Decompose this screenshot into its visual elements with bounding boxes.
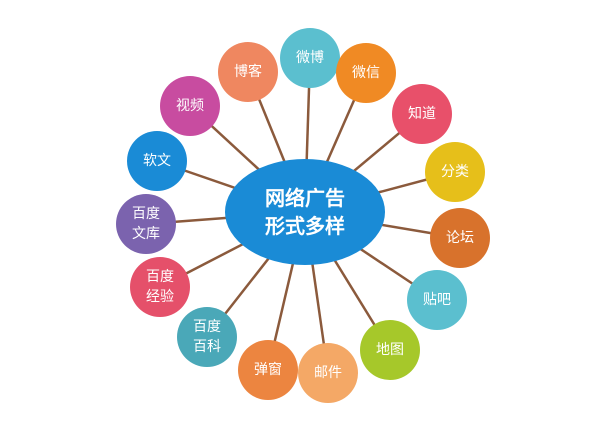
topic-node-label: 邮件 bbox=[314, 365, 342, 381]
topic-node-label: 微信 bbox=[352, 65, 380, 81]
topic-node: 百度 百科 bbox=[177, 307, 237, 367]
topic-node: 博客 bbox=[218, 42, 278, 102]
topic-node-label: 地图 bbox=[376, 342, 404, 358]
topic-node-label: 分类 bbox=[441, 164, 469, 180]
topic-node: 地图 bbox=[360, 320, 420, 380]
topic-node-label: 百度 百科 bbox=[193, 319, 221, 355]
topic-node-label: 微博 bbox=[296, 50, 324, 66]
topic-node-label: 百度 文库 bbox=[132, 206, 160, 242]
topic-node-label: 知道 bbox=[408, 106, 436, 122]
center-topic-label: 网络广告 形式多样 bbox=[265, 186, 345, 238]
topic-node: 邮件 bbox=[298, 343, 358, 403]
topic-node: 论坛 bbox=[430, 208, 490, 268]
center-topic: 网络广告 形式多样 bbox=[225, 159, 385, 265]
topic-node: 知道 bbox=[392, 84, 452, 144]
topic-node-label: 软文 bbox=[143, 153, 171, 169]
topic-node: 分类 bbox=[425, 142, 485, 202]
topic-node-label: 贴吧 bbox=[423, 292, 451, 308]
topic-node: 视频 bbox=[160, 76, 220, 136]
topic-node-label: 弹窗 bbox=[254, 362, 282, 378]
topic-node-label: 视频 bbox=[176, 98, 204, 114]
topic-node: 微信 bbox=[336, 43, 396, 103]
topic-node: 微博 bbox=[280, 28, 340, 88]
topic-node-label: 论坛 bbox=[446, 230, 474, 246]
topic-node: 百度 文库 bbox=[116, 194, 176, 254]
topic-node-label: 博客 bbox=[234, 64, 262, 80]
topic-node: 弹窗 bbox=[238, 340, 298, 400]
topic-node: 百度 经验 bbox=[130, 257, 190, 317]
topic-node-label: 百度 经验 bbox=[146, 269, 174, 305]
topic-node: 贴吧 bbox=[407, 270, 467, 330]
topic-node: 软文 bbox=[127, 131, 187, 191]
